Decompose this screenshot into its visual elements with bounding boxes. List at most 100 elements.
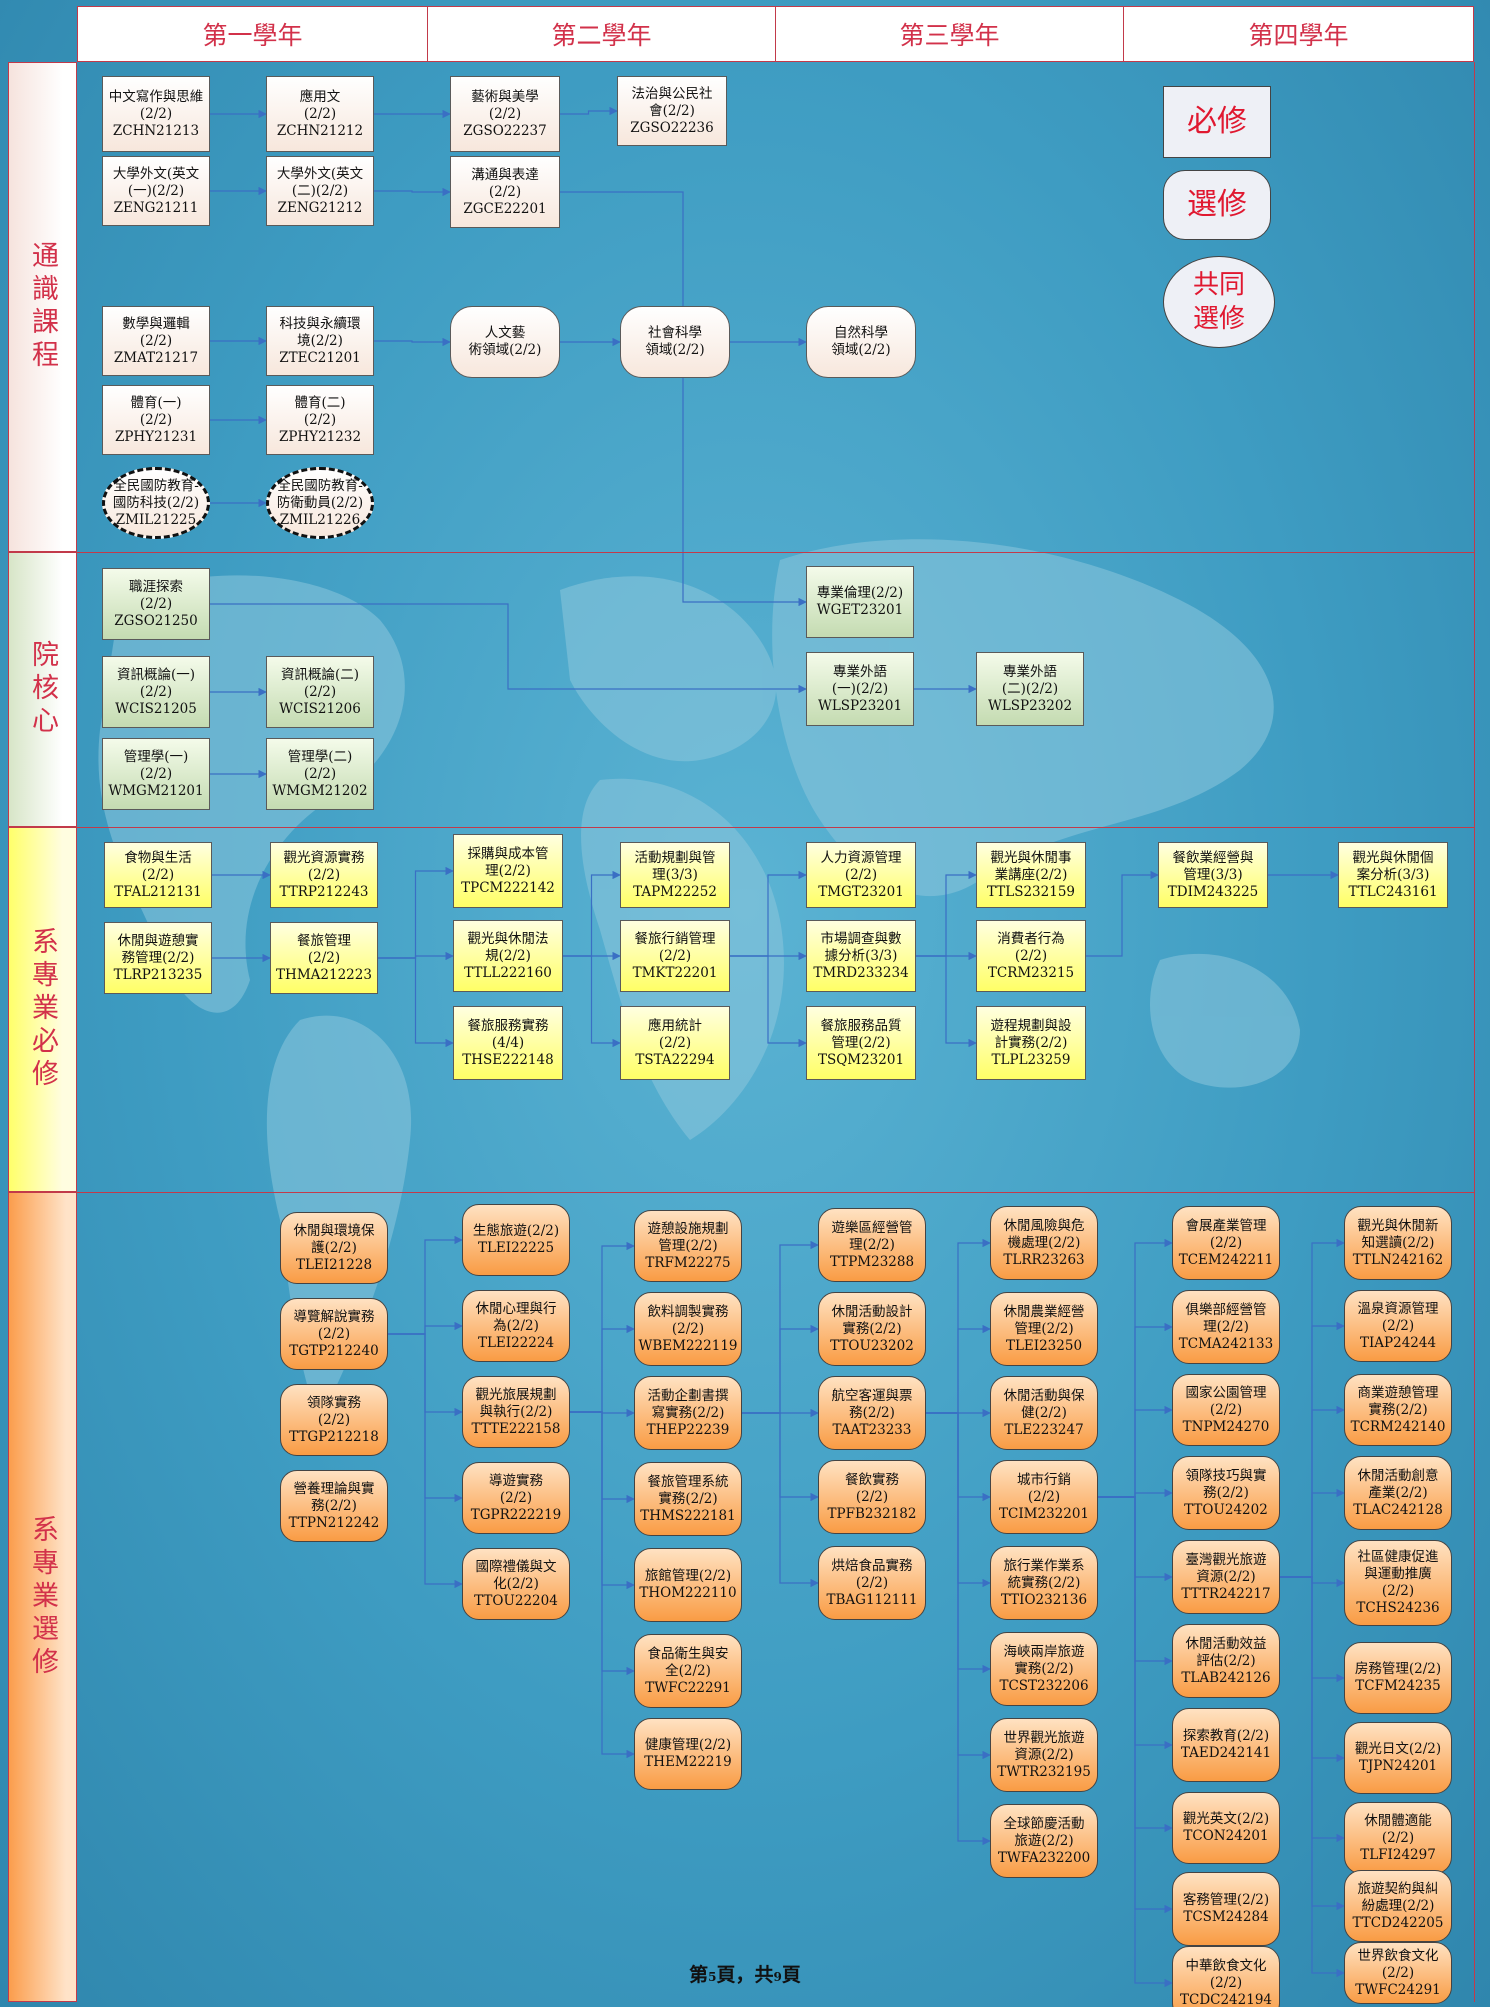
connector-line xyxy=(1280,1576,1345,1911)
elective-course-ele_y3b-5: 海峽兩岸旅遊 實務(2/2) TCST232206 xyxy=(990,1632,1098,1706)
req-course-req-9: 應用統計 (2/2) TSTA22294 xyxy=(620,1006,730,1080)
elective-course-ele_y4b-7: 休閒體適能 (2/2) TLFI24297 xyxy=(1344,1802,1452,1874)
elective-course-ele_y4a-2: 國家公園管理 (2/2) TNPM24270 xyxy=(1172,1374,1280,1446)
connector-line xyxy=(570,1411,635,1676)
connector-line xyxy=(1280,1576,1345,1588)
connector-line xyxy=(1086,870,1159,957)
connector-line xyxy=(378,951,454,961)
core-course-core-2: 資訊概論(二) (2/2) WCIS21206 xyxy=(266,656,374,728)
connector-line xyxy=(374,337,451,347)
ge-course-ge-4: 數學與邏輯 (2/2) ZMAT21217 xyxy=(102,306,210,376)
connector-line xyxy=(388,1333,463,1589)
connector-line xyxy=(378,957,454,1048)
ge-course-ge-9: 全民國防教育- 防衛動員(2/2) ZMIL21226 xyxy=(266,467,374,539)
connector-line xyxy=(570,1411,635,1504)
elective-course-ele_y4b-2: 商業遊憩管理 實務(2/2) TCRM242140 xyxy=(1344,1374,1452,1446)
elective-course-ele_y2a-4: 國際禮儀與文 化(2/2) TTOU22204 xyxy=(462,1548,570,1620)
section-label-general-education: 通識課程 xyxy=(8,62,77,552)
connector-line xyxy=(730,955,807,1048)
req-course-req-11: 市場調查與數 據分析(3/3) TMRD233234 xyxy=(806,920,916,992)
connector-line xyxy=(1098,1496,1173,1666)
connector-line xyxy=(388,1333,463,1417)
elective-course-ele_y4b-9: 世界飲食文化 (2/2) TWFC24291 xyxy=(1344,1942,1452,2004)
elective-course-ele_y3a-2: 航空客運與票 務(2/2) TAAT23233 xyxy=(818,1376,926,1450)
connector-line xyxy=(1280,1321,1345,1578)
req-course-req-4: 採購與成本管 理(2/2) TPCM222142 xyxy=(453,834,563,908)
connector-line xyxy=(388,1321,463,1335)
req-course-req-17: 觀光與休閒個 案分析(3/3) TTLC243161 xyxy=(1338,842,1448,908)
elective-course-ele_y1-3: 營養理論與實 務(2/2) TTPN212242 xyxy=(280,1470,388,1542)
legend-shared-elective: 共同 選修 xyxy=(1163,256,1275,348)
elective-course-ele_y1-1: 導覽解說實務 (2/2) TGTP212240 xyxy=(280,1298,388,1370)
elective-course-ele_y3a-4: 烘焙食品實務 (2/2) TBAG112111 xyxy=(818,1546,926,1620)
connector-line xyxy=(1098,1496,1173,1914)
elective-course-ele_y2b-1: 飲料調製實務 (2/2) WBEM222119 xyxy=(634,1292,742,1366)
year-header-2: 第二學年 xyxy=(427,6,775,62)
elective-course-ele_y3b-6: 世界觀光旅遊 資源(2/2) TWTR232195 xyxy=(990,1718,1098,1792)
ge-course-ge-1: 應用文 (2/2) ZCHN21212 xyxy=(266,76,374,152)
req-course-req-16: 餐飲業經營與 管理(3/3) TDIM243225 xyxy=(1158,842,1268,908)
ge-course-ge-14: 社會科學 領域(2/2) xyxy=(620,306,730,378)
ge-course-ge-2: 大學外文(英文 (一)(2/2) ZENG21211 xyxy=(102,156,210,226)
core-course-core-4: 管理學(二) (2/2) WMGM21202 xyxy=(266,738,374,810)
elective-course-ele_y2b-5: 食品衛生與安 全(2/2) TWFC22291 xyxy=(634,1634,742,1708)
connector-line xyxy=(388,1333,463,1503)
elective-course-ele_y4a-1: 俱樂部經營管 理(2/2) TCMA242133 xyxy=(1172,1290,1280,1364)
elective-course-ele_y3b-4: 旅行業作業系 統實務(2/2) TTIO232136 xyxy=(990,1546,1098,1620)
elective-course-ele_y4b-3: 休閒活動創意 產業(2/2) TLAC242128 xyxy=(1344,1456,1452,1530)
connector-line xyxy=(1280,1576,1345,1978)
connector-line xyxy=(742,1412,819,1502)
ge-course-ge-3: 大學外文(英文 (二)(2/2) ZENG21212 xyxy=(266,156,374,226)
connector-line xyxy=(742,1240,819,1414)
connector-line xyxy=(1280,1405,1345,1578)
elective-course-ele_y4a-8: 客務管理(2/2) TCSM24284 xyxy=(1172,1872,1280,1946)
connector-line xyxy=(570,1408,635,1418)
connector-line xyxy=(1280,1576,1345,1683)
connector-line xyxy=(563,955,621,1048)
elective-course-ele_y3b-1: 休閒農業經營 管理(2/2) TLEI23250 xyxy=(990,1292,1098,1366)
ge-course-ge-12: 溝通與表達 (2/2) ZGCE22201 xyxy=(450,156,560,228)
elective-course-ele_y4a-9: 中華飲食文化 (2/2) TCDC242194 xyxy=(1172,1946,1280,2007)
req-course-req-12: 餐旅服務品質 管理(2/2) TSQM23201 xyxy=(806,1006,916,1080)
ge-course-ge-11: 法治與公民社 會(2/2) ZGSO22236 xyxy=(617,76,727,146)
connector-line xyxy=(1280,1238,1345,1578)
section-label-department-elective: 系專業選修 xyxy=(8,1192,77,2002)
year-header-3: 第三學年 xyxy=(775,6,1123,62)
connector-line xyxy=(1280,1488,1345,1578)
connector-line xyxy=(570,1241,635,1413)
req-course-req-3: 餐旅管理 (2/2) THMA212223 xyxy=(270,922,378,994)
elective-course-ele_y4a-0: 會展產業管理 (2/2) TCEM242211 xyxy=(1172,1206,1280,1280)
req-course-req-7: 活動規劃與管 理(3/3) TAPM22252 xyxy=(620,842,730,908)
elective-course-ele_y2a-1: 休閒心理與行 為(2/2) TLEI22224 xyxy=(462,1290,570,1362)
connector-line xyxy=(926,1412,991,1846)
elective-course-ele_y4b-8: 旅遊契約與糾 紛處理(2/2) TTCD242205 xyxy=(1344,1870,1452,1942)
elective-course-ele_y2b-0: 遊憩設施規劃 管理(2/2) TRFM22275 xyxy=(634,1210,742,1282)
connector-line xyxy=(570,1324,635,1413)
req-course-req-15: 遊程規劃與設 計實務(2/2) TLPL23259 xyxy=(976,1006,1086,1080)
elective-course-ele_y4a-6: 探索教育(2/2) TAED242141 xyxy=(1172,1708,1280,1782)
core-course-core-7: 專業外語 (二)(2/2) WLSP23202 xyxy=(976,652,1084,726)
right-border xyxy=(1474,62,1475,2002)
req-course-req-6: 餐旅服務實務 (4/4) THSE222148 xyxy=(453,1006,563,1080)
elective-course-ele_y1-0: 休閒與環境保 護(2/2) TLEI21228 xyxy=(280,1212,388,1284)
elective-course-ele_y4b-1: 溫泉資源管理 (2/2) TIAP24244 xyxy=(1344,1290,1452,1362)
ge-course-ge-0: 中文寫作與思維 (2/2) ZCHN21213 xyxy=(102,76,210,152)
req-course-req-10: 人力資源管理 (2/2) TMGT23201 xyxy=(806,842,916,908)
req-course-req-8: 餐旅行銷管理 (2/2) TMKT22201 xyxy=(620,920,730,992)
section-divider xyxy=(77,1192,1474,1193)
connector-line xyxy=(570,1411,635,1759)
ge-course-ge-15: 自然科學 領域(2/2) xyxy=(806,306,916,378)
elective-course-ele_y2b-4: 旅館管理(2/2) THOM222110 xyxy=(634,1548,742,1622)
elective-course-ele_y4a-3: 領隊技巧與實 務(2/2) TTOU24202 xyxy=(1172,1456,1280,1530)
connector-line xyxy=(926,1412,991,1588)
req-course-req-1: 觀光資源實務 (2/2) TTRP212243 xyxy=(270,842,378,908)
connector-line xyxy=(742,1324,819,1414)
connector-line xyxy=(1098,1405,1173,1498)
elective-course-ele_y4a-5: 休閒活動效益 評估(2/2) TLAB242126 xyxy=(1172,1624,1280,1698)
ge-course-ge-13: 人文藝 術領域(2/2) xyxy=(450,306,560,378)
connector-line xyxy=(1098,1496,1173,1833)
elective-course-ele_y2a-3: 導遊實務 (2/2) TGPR222219 xyxy=(462,1462,570,1534)
elective-course-ele_y4a-7: 觀光英文(2/2) TCON24201 xyxy=(1172,1792,1280,1864)
elective-course-ele_y2b-6: 健康管理(2/2) THEM22219 xyxy=(634,1718,742,1790)
